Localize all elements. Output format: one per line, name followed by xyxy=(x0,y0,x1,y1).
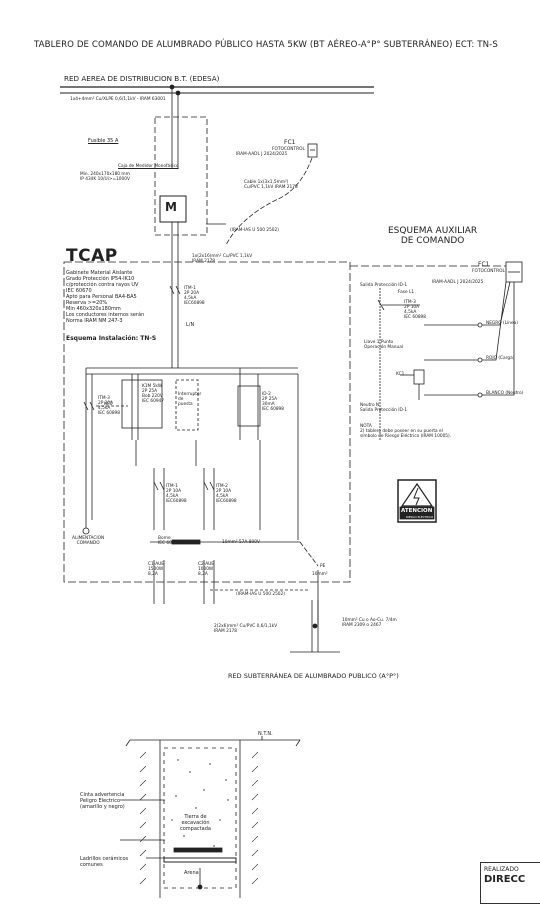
cable-neutro-label: 1x(2x16)mm² Cu/PVC 1,1kV IRAM 2178 xyxy=(192,254,253,264)
itm-c1-label: ITM-1 2P 10A 4,5kA IEC60898 xyxy=(166,484,187,504)
tcap-title: TCAP xyxy=(66,246,118,266)
ladrillos-label: Ladrillos cerámicos comunes xyxy=(80,856,129,868)
fc1-aux-label: FC1 xyxy=(478,261,490,268)
contactor-label: K1M 5kW 2P 25A Bob 220V IEC 60947 xyxy=(142,384,165,404)
ln-label: L/N xyxy=(186,322,195,328)
fase-l1: Fase L1 xyxy=(398,290,415,295)
ntn-label: N.T.N. xyxy=(258,731,273,737)
fotocontrol-iram: IRAM-AADL J 2024/2025 xyxy=(236,152,288,157)
riesgo-sign: RIESGO ELÉCTRICO xyxy=(406,515,434,519)
itm1-label: ITM-1 2P 20A 4,5kA IEC60898 xyxy=(184,286,205,306)
red-aerea-label: RED AEREA DE DISTRIBUCION B.T. (EDESA) xyxy=(64,74,220,83)
pe-size: 10mm² xyxy=(312,572,328,577)
negro-label: NEGRO (Línea) xyxy=(486,321,518,326)
itm3-aux: ITM-3 2P 10A 4,5kA IEC 60898 xyxy=(404,300,427,320)
title-block: REALIZADO DIRECC xyxy=(480,862,540,904)
rojo-label: ROJO (Carga) xyxy=(486,356,515,361)
kc1-aux: KC1 xyxy=(396,372,405,377)
caja-medidor-label: Caja de Medidor Monofásico xyxy=(118,164,179,169)
fusible-label: Fusible 35 A xyxy=(88,138,119,144)
blanco-label: BLANCO (Neutro) xyxy=(486,391,524,396)
acometida-label: 1x4+4mm² Cu/XLPE 0,6/1,1kV - IRAM 63001 xyxy=(70,97,166,102)
jabalina-label: 10mm² Cu o Ao-Cu. 7/4m IRAM 2309 o 2467 xyxy=(342,618,397,628)
fotocontrol-aux-iram: IRAM-AADL J 2024/2025 xyxy=(432,280,484,285)
diagram-title: TABLERO DE COMANDO DE ALUMBRADO PÚBLICO … xyxy=(34,40,498,50)
fc1-label: FC1 xyxy=(284,139,296,146)
itm-c2-label: ITM-2 2P 10A 4,5kA IEC60898 xyxy=(216,484,237,504)
cable-sub-label: 2(2x6)mm² Cu/PVC 0,6/1,1kV IRAM 2178 xyxy=(214,624,278,634)
caja-medidor-spec: Min. 240x170x180 mm IP 43/IK 10/Ui>=1000… xyxy=(80,172,130,182)
nota-aux: NOTA 2) tablero debe poseer en su puerta… xyxy=(360,424,452,439)
arena-label: Arena xyxy=(184,870,199,876)
iram-caneria-label: (IRAM-IAS U 500 2502) xyxy=(230,228,279,233)
fotocontrol-aux: FOTOCONTROL xyxy=(472,269,505,274)
meter-symbol: M xyxy=(165,200,177,214)
esquema-auxiliar-title: ESQUEMA AUXILIAR DE COMANDO xyxy=(388,226,478,246)
realizado-label: REALIZADO xyxy=(484,866,519,873)
tierra-label: Tierra de excavación compactada xyxy=(180,814,211,832)
llave-label: Llave 1 Punto Operación Manual xyxy=(364,340,404,350)
fotocontrol-label: FOTOCONTROL xyxy=(272,147,305,152)
atencion-sign: ATENCION xyxy=(401,508,433,514)
bornera-spec: 10mm² 57A-800V xyxy=(222,540,260,545)
circuit-c1: C1-AUE 1500W 8,2A xyxy=(148,562,164,577)
kc1-left-label: KC1 xyxy=(104,402,113,407)
pe-label: PE xyxy=(320,564,326,569)
salida-proteccion: Salida Protección ID-1 xyxy=(360,283,408,288)
gabinete-specs: Gabinete Material Aislante Grado Protecc… xyxy=(66,270,145,324)
direccion-label: DIRECC xyxy=(484,874,526,885)
bornera-label: Borne IEC 60947-7-1 xyxy=(158,536,189,546)
iram-caneria-sub: (IRAM-IAS U 500 2502) xyxy=(236,592,285,597)
esquema-instalacion: Esquema Instalación: TN-S xyxy=(66,335,157,342)
interruptor-label: Interruptor de puesta xyxy=(178,392,202,407)
red-subterranea-label: RED SUBTERRÁNEA DE ALUMBRADO PUBLICO (A°… xyxy=(228,672,399,680)
alimentacion-label: ALIMENTACION COMANDO xyxy=(72,536,105,546)
cinta-label: Cinta advertencia Peligro Electrico (ama… xyxy=(80,792,125,810)
neutro-label: Neutro N Salida Protección ID-1 xyxy=(360,403,408,413)
itm-left-label: ITM-3 2P 10A 4,5kA IEC 60898 xyxy=(98,396,121,416)
id2-label: ID-2 2P 25A 30mA IEC 60898 xyxy=(262,392,285,412)
cable-label: Cable 1x(3x1,5mm²) Cu/PVC 1,1kV IRAM 217… xyxy=(244,180,298,190)
circuit-c2: C2-AUE 1000W 8,2A xyxy=(198,562,214,577)
